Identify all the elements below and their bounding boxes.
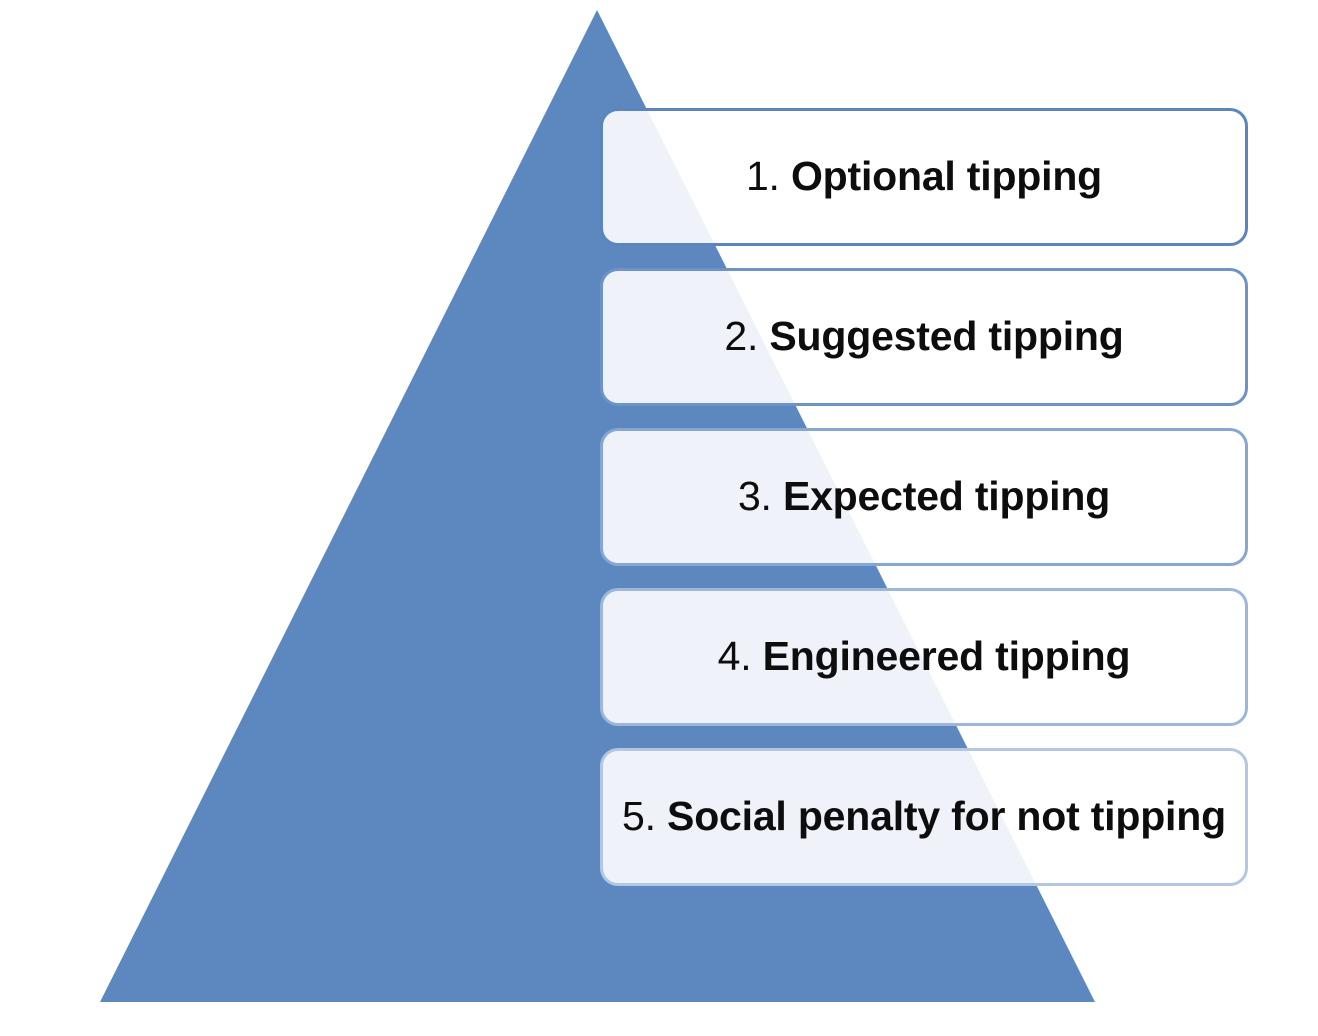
pyramid-level-list: 1. Optional tipping 2. Suggested tipping… [600,108,1248,888]
pyramid-level-2-number: 2. [724,313,759,360]
pyramid-level-5-label: 5. Social penalty for not tipping [622,794,1226,839]
pyramid-level-2-label: 2. Suggested tipping [724,314,1123,359]
pyramid-level-3-number: 3. [737,473,772,520]
pyramid-level-4-label: 4. Engineered tipping [718,634,1131,679]
pyramid-level-4-text: Engineered tipping [762,633,1131,680]
pyramid-level-1-label: 1. Optional tipping [746,154,1102,199]
pyramid-level-3-label: 3. Expected tipping [738,474,1110,519]
pyramid-level-4-number: 4. [717,633,752,680]
pyramid-level-2[interactable]: 2. Suggested tipping [600,268,1248,406]
pyramid-level-4[interactable]: 4. Engineered tipping [600,588,1248,726]
pyramid-level-5-number: 5. [622,793,656,840]
pyramid-level-1[interactable]: 1. Optional tipping [600,108,1248,246]
pyramid-level-3[interactable]: 3. Expected tipping [600,428,1248,566]
pyramid-level-5[interactable]: 5. Social penalty for not tipping [600,748,1248,886]
pyramid-level-5-text: Social penalty for not tipping [667,793,1226,840]
pyramid-level-3-text: Expected tipping [782,473,1111,520]
pyramid-level-1-number: 1. [745,153,780,200]
pyramid-level-1-text: Optional tipping [790,153,1103,200]
pyramid-level-2-text: Suggested tipping [769,313,1124,360]
